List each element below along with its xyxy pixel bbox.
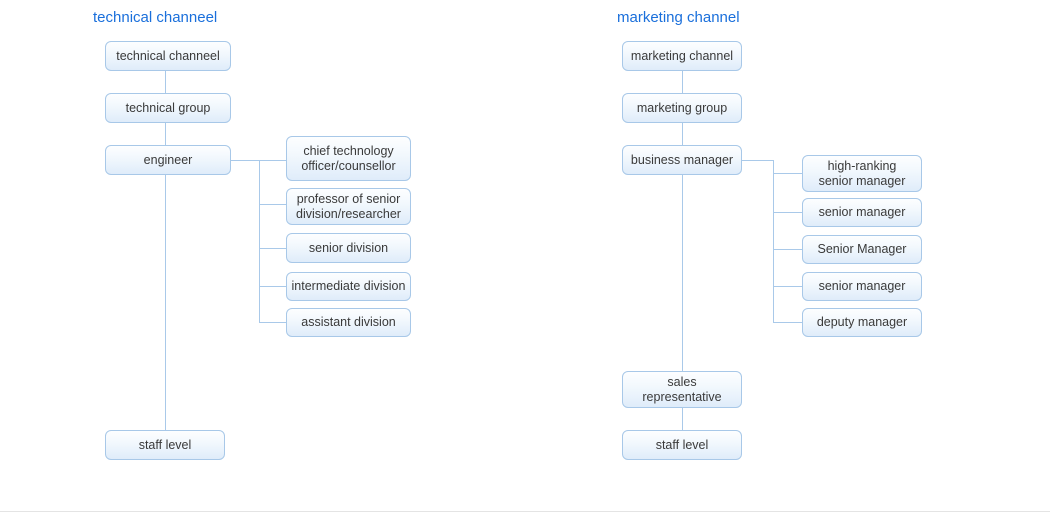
connector-technical-child-4: [259, 286, 286, 287]
connector-marketing-1: [682, 71, 683, 93]
node-business-manager[interactable]: business manager: [622, 145, 742, 175]
footer-divider: [0, 511, 1050, 512]
column-title-technical: technical channeel: [93, 9, 218, 26]
connector-technical-2: [165, 123, 166, 145]
connector-technical-3: [165, 175, 166, 430]
connector-technical-branch-stub: [231, 160, 259, 161]
node-sales-representative[interactable]: sales representative: [622, 371, 742, 408]
connector-marketing-child-4: [773, 286, 802, 287]
connector-marketing-3: [682, 175, 683, 371]
node-professor-senior-division[interactable]: professor of senior division/researcher: [286, 188, 411, 225]
connector-marketing-child-1: [773, 173, 802, 174]
connector-marketing-branch-stub: [740, 160, 773, 161]
node-intermediate-division[interactable]: intermediate division: [286, 272, 411, 301]
connector-marketing-child-5: [773, 322, 802, 323]
node-senior-manager-capitalized[interactable]: Senior Manager: [802, 235, 922, 264]
connector-marketing-branch-trunk: [773, 160, 774, 322]
node-marketing-group[interactable]: marketing group: [622, 93, 742, 123]
connector-technical-child-1: [259, 160, 286, 161]
node-technical-channel[interactable]: technical channeel: [105, 41, 231, 71]
connector-technical-branch-trunk: [259, 160, 260, 322]
node-senior-division[interactable]: senior division: [286, 233, 411, 263]
node-technical-staff-level[interactable]: staff level: [105, 430, 225, 460]
node-senior-manager-1[interactable]: senior manager: [802, 198, 922, 227]
node-marketing-staff-level[interactable]: staff level: [622, 430, 742, 460]
connector-marketing-child-3: [773, 249, 802, 250]
node-technical-group[interactable]: technical group: [105, 93, 231, 123]
node-high-ranking-senior-manager[interactable]: high-ranking senior manager: [802, 155, 922, 192]
column-title-marketing: marketing channel: [617, 9, 740, 26]
connector-marketing-child-2: [773, 212, 802, 213]
connector-technical-child-2: [259, 204, 286, 205]
connector-technical-child-3: [259, 248, 286, 249]
node-engineer[interactable]: engineer: [105, 145, 231, 175]
node-senior-manager-2[interactable]: senior manager: [802, 272, 922, 301]
node-chief-technology-officer[interactable]: chief technology officer/counsellor: [286, 136, 411, 181]
connector-marketing-2: [682, 123, 683, 145]
node-deputy-manager[interactable]: deputy manager: [802, 308, 922, 337]
connector-technical-child-5: [259, 322, 286, 323]
connector-marketing-4: [682, 408, 683, 430]
node-assistant-division[interactable]: assistant division: [286, 308, 411, 337]
connector-technical-1: [165, 71, 166, 93]
node-marketing-channel[interactable]: marketing channel: [622, 41, 742, 71]
